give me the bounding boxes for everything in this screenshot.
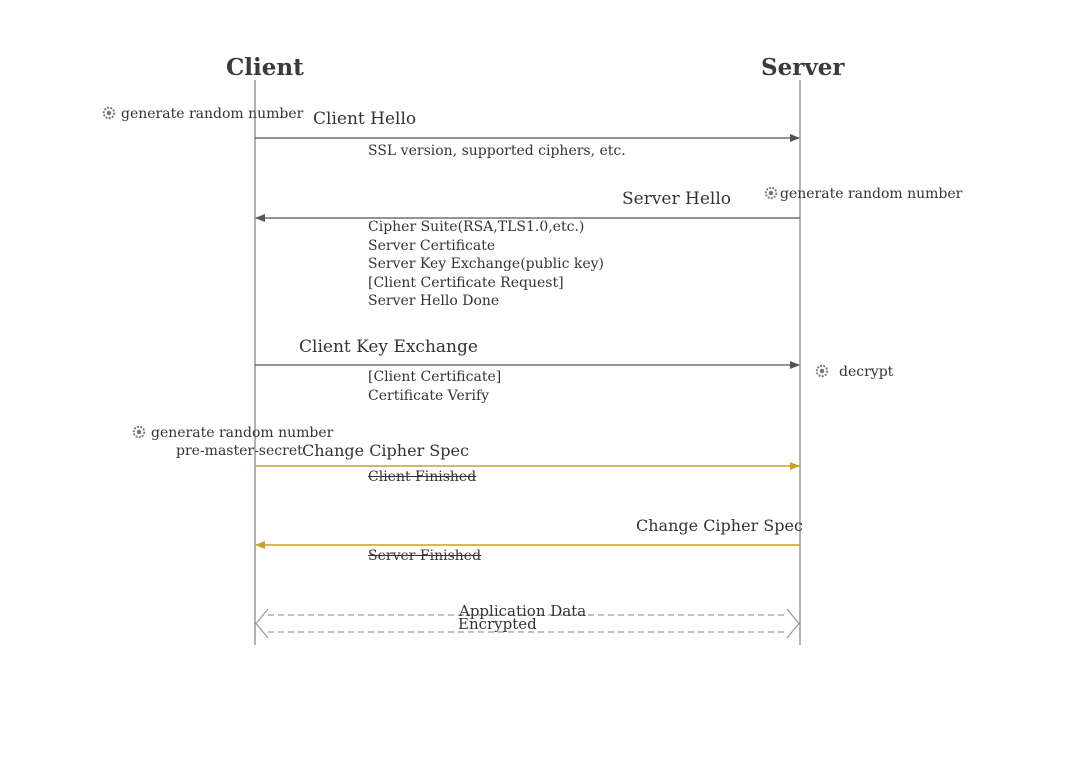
gear-icon (132, 425, 146, 439)
application-data-arrow (255, 608, 800, 639)
server-actor-label: Server (761, 54, 845, 81)
pre-master-secret-note: pre-master-secret (176, 443, 303, 459)
client-key-exchange-detail-line: [Client Certificate] (368, 369, 502, 385)
server-random-note-text: generate random number (780, 186, 963, 202)
client-change-cipher-label: Change Cipher Spec (302, 441, 469, 460)
application-data-label: Application Data (459, 602, 587, 620)
server-hello-detail-line: Cipher Suite(RSA,TLS1.0,etc.) (368, 219, 585, 235)
server-random-note: generate random number (764, 186, 962, 202)
client-hello-detail: SSL version, supported ciphers, etc. (368, 143, 626, 159)
gear-icon (764, 186, 778, 200)
server-hello-label: Server Hello (622, 189, 732, 209)
client-actor-label: Client (226, 54, 304, 81)
server-hello-details: Cipher Suite(RSA,TLS1.0,etc.) Server Cer… (368, 218, 604, 311)
server-hello-detail-line: Server Key Exchange(public key) (368, 256, 605, 272)
client-random-note-2-text: generate random number (151, 425, 334, 441)
server-decrypt-note: decrypt (815, 364, 893, 380)
gear-icon (102, 106, 116, 120)
client-random-note-2: generate random number (132, 425, 333, 441)
server-hello-detail-line: Server Certificate (368, 237, 496, 254)
server-hello-detail-line: Server Hello Done (368, 293, 500, 309)
server-finished-label: Server Finished (368, 548, 482, 564)
client-finished-label: Client Finished (368, 469, 477, 485)
client-random-note-text: generate random number (121, 106, 304, 122)
client-random-note: generate random number (102, 106, 303, 122)
client-key-exchange-detail-line: Certificate Verify (368, 387, 490, 404)
client-key-exchange-details: [Client Certificate] Certificate Verify (368, 368, 501, 405)
server-decrypt-note-text: decrypt (839, 364, 894, 380)
server-hello-detail-line: [Client Certificate Request] (368, 274, 564, 291)
client-hello-label: Client Hello (313, 109, 417, 129)
gear-icon (815, 364, 829, 378)
encrypted-label: Encrypted (458, 615, 537, 633)
client-key-exchange-label: Client Key Exchange (299, 337, 478, 357)
server-change-cipher-label: Change Cipher Spec (636, 516, 803, 535)
